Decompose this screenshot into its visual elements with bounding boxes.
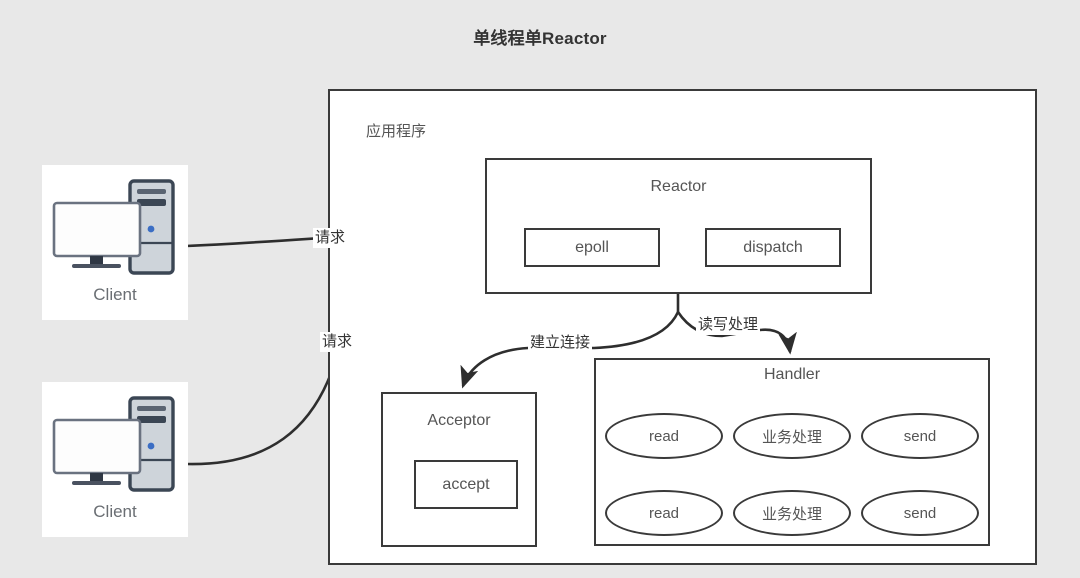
client-computer-icon (52, 179, 175, 275)
edge-label-read-write-processing: 读写处理 (696, 315, 761, 335)
handler-stage-business[interactable]: 业务处理 (733, 413, 851, 459)
client-computer-icon (52, 396, 175, 492)
client-node[interactable]: Client (42, 382, 188, 537)
handler-stage-business[interactable]: 业务处理 (733, 490, 851, 536)
edge-label-request: 请求 (320, 332, 355, 352)
handler-stage-read[interactable]: read (605, 413, 723, 459)
edge-label-request: 请求 (313, 228, 348, 248)
acceptor-title: Acceptor (427, 412, 491, 429)
handler-stage-send[interactable]: send (861, 490, 979, 536)
page-title: 单线程单Reactor (473, 29, 607, 48)
client-label: Client (93, 285, 137, 304)
reactor-epoll-box[interactable]: epoll (524, 228, 660, 267)
reactor-dispatch-box[interactable]: dispatch (705, 228, 841, 267)
handler-stage-read[interactable]: read (605, 490, 723, 536)
client-node[interactable]: Client (42, 165, 188, 320)
handler-title: Handler (763, 366, 821, 383)
reactor-box[interactable] (485, 158, 872, 294)
reactor-title: Reactor (650, 178, 707, 195)
acceptor-accept-box[interactable]: accept (414, 460, 518, 509)
handler-stage-send[interactable]: send (861, 413, 979, 459)
application-label: 应用程序 (366, 123, 427, 140)
handler-row: read 业务处理 send (600, 490, 984, 536)
edge-label-establish-connection: 建立连接 (528, 333, 593, 353)
handler-row: read 业务处理 send (600, 413, 984, 459)
client-label: Client (93, 502, 137, 521)
